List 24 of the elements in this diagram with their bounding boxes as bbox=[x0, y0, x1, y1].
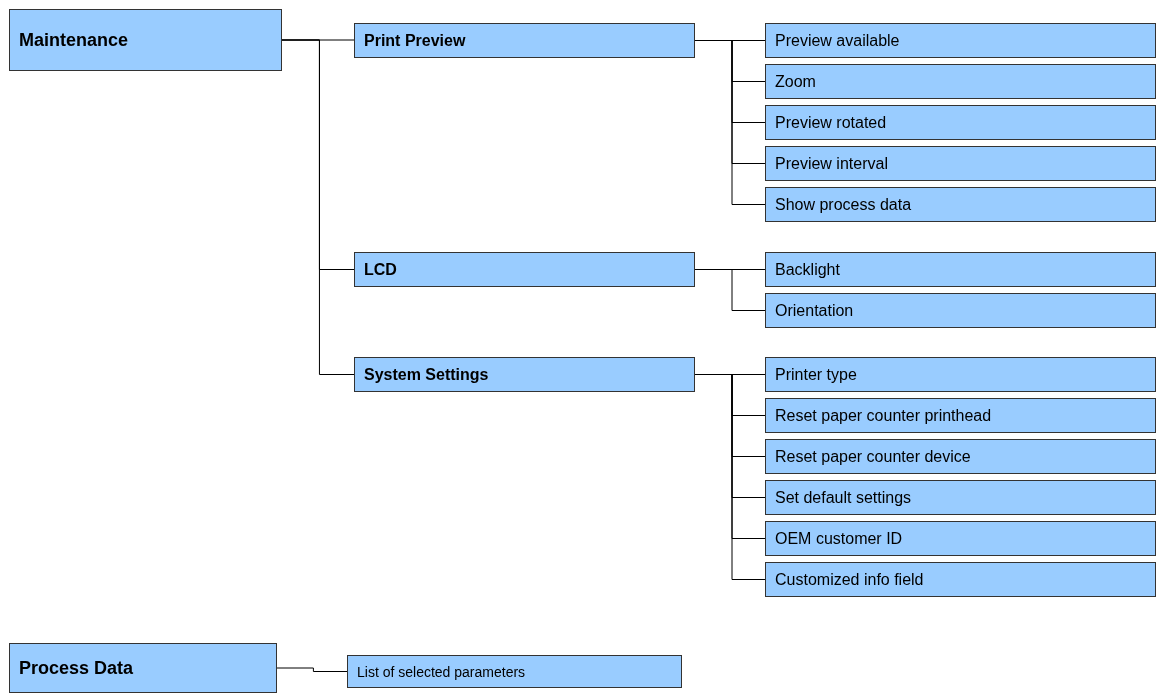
menu-item-box: Preview available bbox=[765, 23, 1156, 58]
menu-item-box: List of selected parameters bbox=[347, 655, 682, 688]
menu-item-box: Set default settings bbox=[765, 480, 1156, 515]
submenu-box: System Settings bbox=[354, 357, 695, 392]
category-box: Maintenance bbox=[9, 9, 282, 71]
menu-item-box: Reset paper counter printhead bbox=[765, 398, 1156, 433]
menu-item-box: Orientation bbox=[765, 293, 1156, 328]
menu-item-box: Backlight bbox=[765, 252, 1156, 287]
menu-item-box: Preview interval bbox=[765, 146, 1156, 181]
menu-item-box: Zoom bbox=[765, 64, 1156, 99]
connector-line bbox=[281, 39, 355, 375]
connector-line bbox=[276, 667, 348, 672]
connector-line bbox=[694, 269, 766, 311]
category-box: Process Data bbox=[9, 643, 277, 693]
menu-item-box: OEM customer ID bbox=[765, 521, 1156, 556]
submenu-box: LCD bbox=[354, 252, 695, 287]
menu-item-box: Preview rotated bbox=[765, 105, 1156, 140]
connector-line bbox=[694, 40, 766, 205]
connector-line bbox=[694, 374, 766, 580]
menu-item-box: Reset paper counter device bbox=[765, 439, 1156, 474]
menu-item-box: Show process data bbox=[765, 187, 1156, 222]
submenu-box: Print Preview bbox=[354, 23, 695, 58]
menu-item-box: Printer type bbox=[765, 357, 1156, 392]
menu-item-box: Customized info field bbox=[765, 562, 1156, 597]
